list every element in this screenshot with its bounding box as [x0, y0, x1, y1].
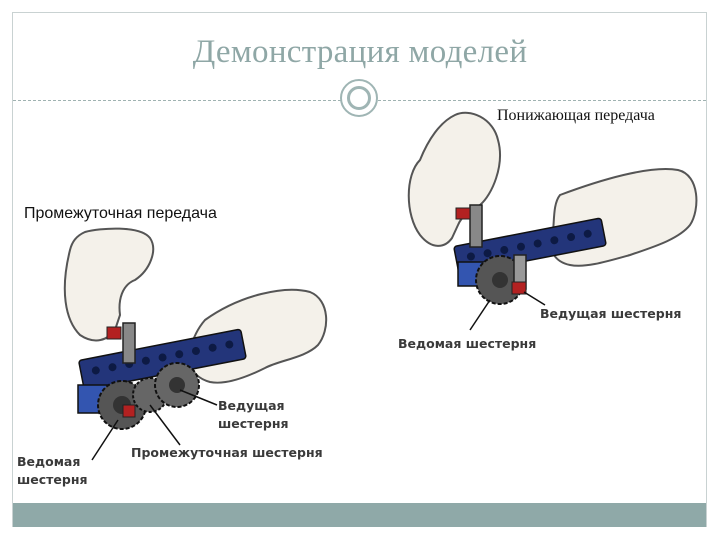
- divider-ornament-icon: [340, 79, 378, 117]
- right-label-driven: Ведомая шестерня: [398, 336, 536, 351]
- slide-title: Демонстрация моделей: [192, 34, 528, 70]
- left-hand-top: [63, 227, 155, 342]
- footer-accent-bar: [13, 503, 706, 527]
- left-label-driven-2: шестерня: [17, 472, 88, 487]
- right-label-driving: Ведущая шестерня: [540, 306, 681, 321]
- left-label-idler: Промежуточная шестерня: [131, 445, 323, 460]
- right-model-caption: Понижающая передача: [497, 107, 655, 124]
- left-model-caption: Промежуточная передача: [24, 205, 217, 222]
- right-beam-holes: [466, 229, 592, 261]
- left-label-driven-1: Ведомая: [17, 454, 80, 469]
- left-label-driving-2: шестерня: [218, 416, 289, 431]
- left-beam-holes: [91, 340, 234, 375]
- divider-ornament-inner: [347, 86, 371, 110]
- left-label-driving-1: Ведущая: [218, 398, 285, 413]
- right-hand-top: [407, 111, 501, 247]
